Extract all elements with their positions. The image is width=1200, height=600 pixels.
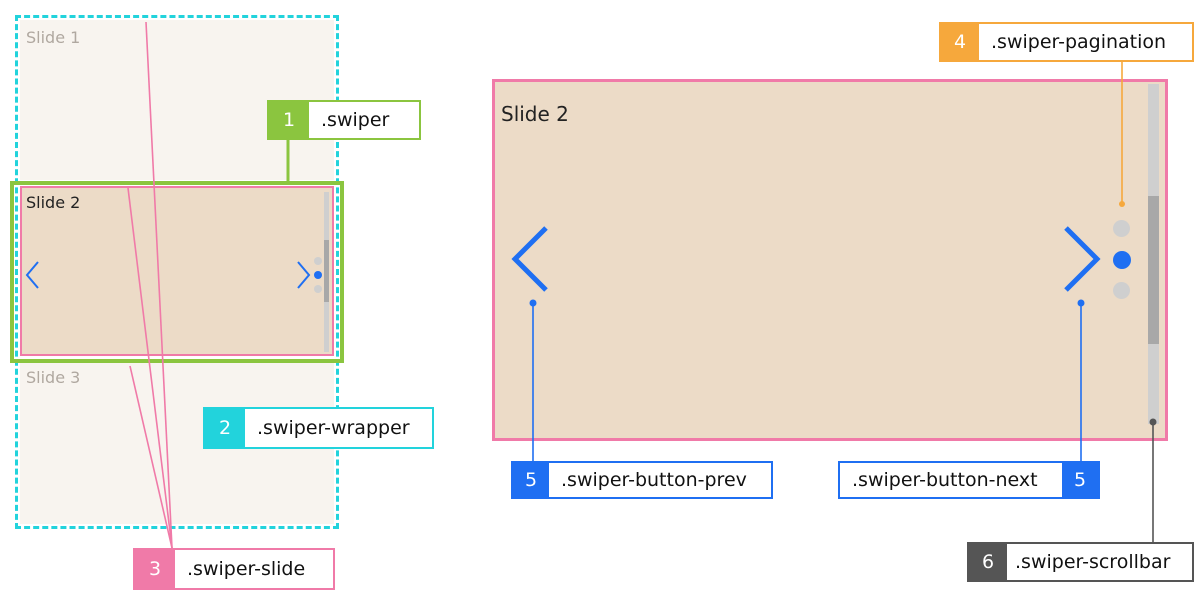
callout-swiper-pagination: 4 .swiper-pagination (939, 22, 1194, 62)
callout-swiper-label: .swiper (321, 109, 390, 131)
callout-swiper-button-prev-number: 5 (513, 463, 549, 497)
callout-swiper-pagination-label: .swiper-pagination (991, 31, 1167, 53)
callout-swiper-slide: 3 .swiper-slide (133, 548, 335, 590)
large-slide-label: Slide 2 (501, 102, 569, 126)
slide-3-label: Slide 3 (26, 368, 81, 387)
callout-swiper-button-next: .swiper-button-next 5 (838, 461, 1100, 499)
callout-swiper-button-prev-label: .swiper-button-prev (561, 469, 747, 491)
slide-2: Slide 2 (20, 186, 334, 356)
small-pagination-dot-active[interactable] (314, 271, 322, 279)
callout-swiper-scrollbar-label: .swiper-scrollbar (1015, 551, 1171, 573)
callout-swiper-button-next-label: .swiper-button-next (852, 469, 1038, 491)
chevron-left-icon[interactable] (24, 260, 44, 290)
slide-2-label: Slide 2 (26, 193, 81, 212)
small-scrollbar[interactable] (324, 192, 329, 352)
chevron-right-icon[interactable] (294, 260, 314, 290)
callout-swiper-number: 1 (269, 102, 309, 138)
swiper-container-outline (10, 181, 344, 363)
pagination-dot[interactable] (1113, 282, 1130, 299)
small-diagram: Slide 1 Slide 3 Slide 2 (0, 0, 360, 600)
callout-swiper-wrapper-number: 2 (205, 409, 245, 447)
callout-swiper-wrapper: 2 .swiper-wrapper (203, 407, 434, 449)
callout-swiper-button-next-number: 5 (1062, 463, 1098, 497)
chevron-right-icon[interactable] (1062, 224, 1102, 294)
callout-swiper-wrapper-label: .swiper-wrapper (257, 417, 410, 439)
callout-swiper-slide-number: 3 (135, 550, 175, 588)
swiper-wrapper-outline (15, 15, 339, 529)
callout-swiper-pagination-number: 4 (941, 24, 979, 60)
large-slide: Slide 2 (492, 79, 1168, 441)
callout-swiper-slide-label: .swiper-slide (187, 558, 306, 580)
callout-swiper: 1 .swiper (267, 100, 421, 140)
large-scrollbar[interactable] (1148, 84, 1159, 424)
small-scrollbar-thumb[interactable] (324, 240, 329, 302)
small-pagination-dot[interactable] (314, 285, 322, 293)
large-scrollbar-thumb[interactable] (1148, 196, 1159, 344)
chevron-left-icon[interactable] (510, 224, 550, 294)
slide-1-label: Slide 1 (26, 28, 81, 47)
pagination-dot-active[interactable] (1113, 251, 1131, 269)
callout-swiper-scrollbar-number: 6 (969, 544, 1007, 580)
callout-swiper-button-prev: 5 .swiper-button-prev (511, 461, 773, 499)
small-pagination-dot[interactable] (314, 257, 322, 265)
pagination-dot[interactable] (1113, 220, 1130, 237)
callout-swiper-scrollbar: 6 .swiper-scrollbar (967, 542, 1194, 582)
